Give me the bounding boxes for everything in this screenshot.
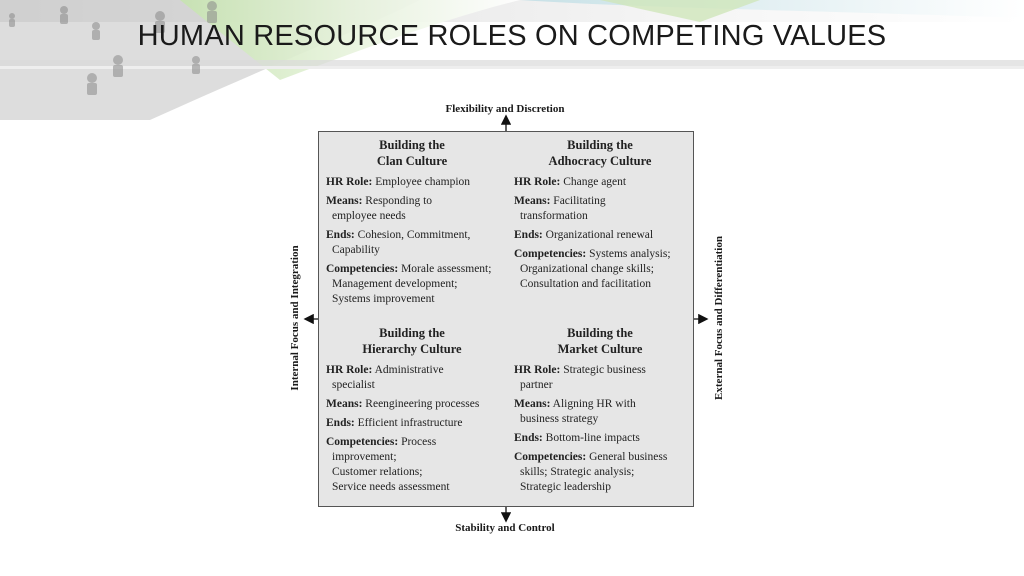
means-entry: Means: Reengineering processes (326, 398, 480, 410)
means-entry: Means: Responding to employee needs (326, 195, 433, 222)
axis-label-bottom: Stability and Control (455, 522, 555, 534)
competencies-entry: Competencies: Systems analysis; Organiza… (514, 248, 671, 290)
quadrant-title: Building the Hierarchy Culture (362, 326, 462, 356)
axis-label-right: External Focus and Differentiation (713, 236, 725, 400)
hr-role-entry: HR Role: Change agent (514, 176, 627, 188)
people-icons (9, 1, 217, 95)
hr-role-entry: HR Role: Employee champion (326, 176, 471, 188)
ends-entry: Ends: Bottom-line impacts (514, 432, 640, 444)
quadrant-title: Building the Clan Culture (376, 138, 448, 168)
quadrant-market: Building the Market Culture HR Role: Str… (506, 319, 694, 507)
means-entry: Means: Facilitating transformation (514, 195, 606, 222)
competencies-entry: Competencies: Morale assessment; Managem… (326, 263, 492, 305)
quadrant-adhocracy: Building the Adhocracy Culture HR Role: … (506, 131, 694, 319)
competencies-entry: Competencies: General business skills; S… (514, 451, 668, 493)
header-banner (0, 0, 1024, 120)
axis-label-left: Internal Focus and Integration (289, 245, 301, 391)
hr-role-entry: HR Role: Administrative specialist (326, 364, 444, 391)
hr-role-entry: HR Role: Strategic business partner (514, 364, 646, 391)
ends-entry: Ends: Organizational renewal (514, 229, 654, 241)
quadrant-title: Building the Market Culture (557, 326, 643, 356)
ends-entry: Ends: Efficient infrastructure (326, 417, 463, 429)
ends-entry: Ends: Cohesion, Commitment, Capability (326, 229, 471, 256)
quadrant-hierarchy: Building the Hierarchy Culture HR Role: … (318, 319, 506, 507)
quadrant-title: Building the Adhocracy Culture (548, 138, 652, 168)
axis-label-top: Flexibility and Discretion (445, 103, 565, 115)
competencies-entry: Competencies: Process improvement; Custo… (326, 436, 450, 493)
slide-title: HUMAN RESOURCE ROLES ON COMPETING VALUES (137, 20, 887, 52)
means-entry: Means: Aligning HR with business strateg… (514, 398, 636, 425)
quadrant-clan: Building the Clan Culture HR Role: Emplo… (318, 131, 506, 319)
